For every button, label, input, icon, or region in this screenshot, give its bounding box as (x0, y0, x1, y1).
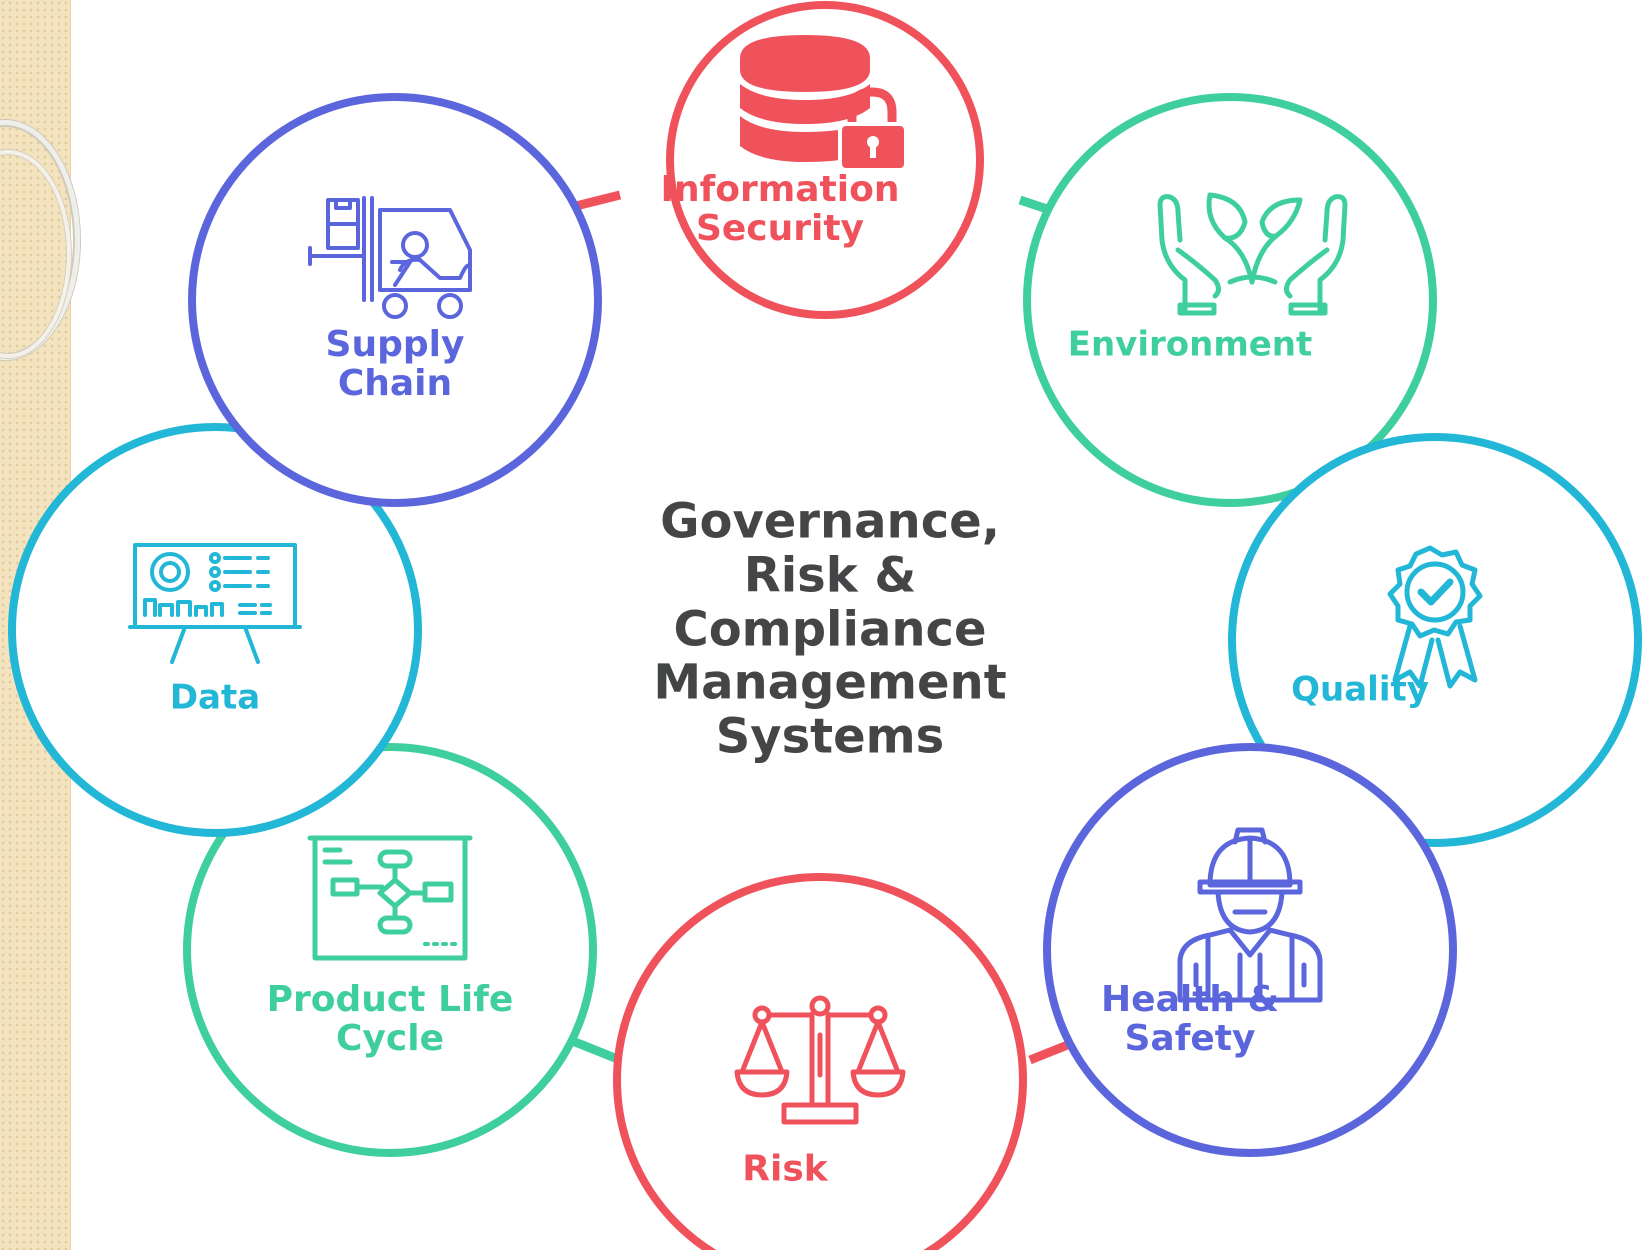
label-quality: Quality (1291, 669, 1429, 710)
circle-supply-chain (188, 93, 602, 507)
circle-quality (1228, 433, 1642, 847)
label-product-life-cycle: Product Life Cycle (266, 979, 514, 1059)
label-health-safety: Health & Safety (1101, 979, 1279, 1059)
circle-product-life-cycle (183, 743, 597, 1157)
award-ribbon-icon (1387, 545, 1483, 689)
circle-environment (1023, 93, 1437, 507)
label-supply-chain: Supply Chain (325, 324, 465, 404)
label-risk: Risk (742, 1148, 828, 1190)
diagram-title: Governance, Risk & Compliance Management… (653, 493, 1007, 765)
forklift-icon (308, 196, 472, 319)
balance-scale-icon (734, 995, 906, 1125)
flowchart-board-icon (307, 835, 473, 961)
label-environment: Environment (1067, 324, 1313, 365)
circle-data (8, 423, 422, 837)
hardhat-worker-icon (1177, 827, 1323, 1003)
dashboard-easel-icon (128, 543, 302, 664)
label-information-security: Information Security (660, 169, 900, 249)
label-data: Data (169, 677, 261, 718)
circle-health-safety (1043, 743, 1457, 1157)
connector-risk-product (568, 1035, 622, 1065)
hands-plant-icon (1157, 192, 1348, 316)
database-lock-icon (740, 35, 908, 172)
